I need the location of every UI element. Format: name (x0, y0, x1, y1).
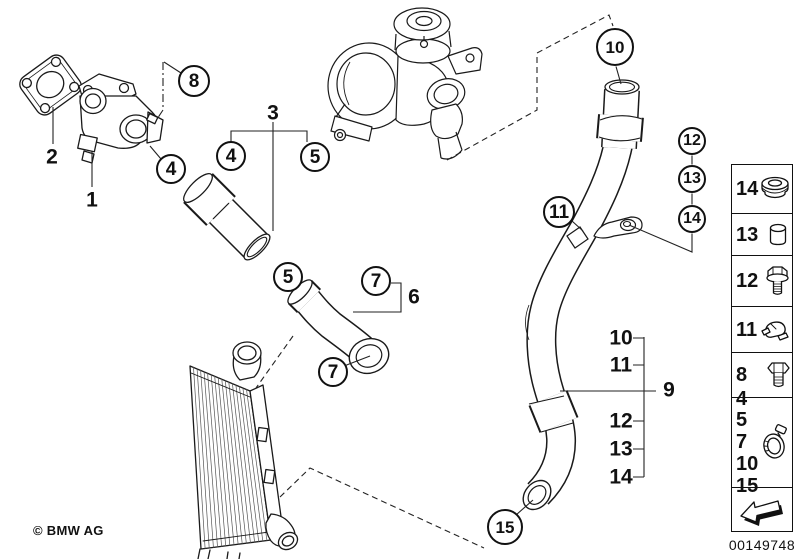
group-item-11[interactable]: 11 (609, 353, 633, 377)
legend-num-13: 13 (736, 223, 759, 246)
legend-row-flange-bolt[interactable]: 12 (732, 255, 792, 306)
callout-14[interactable]: 14 (678, 205, 706, 233)
callout-4[interactable]: 4 (156, 154, 186, 184)
leader-lines (52, 14, 693, 549)
turbocharger-drawing (327, 7, 483, 160)
callout-10[interactable]: 10 (596, 28, 634, 66)
group-item-14[interactable]: 14 (609, 465, 633, 489)
callout-13[interactable]: 13 (678, 165, 706, 193)
copyright-note: © BMW AG (33, 523, 104, 538)
part-label-9[interactable]: 9 (663, 378, 675, 402)
legend-num-8: 8 (736, 364, 748, 386)
legend-num-7: 7 (736, 430, 748, 453)
callout-5[interactable]: 5 (300, 142, 330, 172)
callout-7[interactable]: 7 (318, 357, 348, 387)
part-label-1[interactable]: 1 (86, 188, 98, 212)
legend-row-direction[interactable] (732, 487, 792, 531)
legend-num-15: 15 (736, 474, 759, 497)
legend-row-grommet[interactable]: 14 (732, 165, 792, 213)
legend-num-14: 14 (736, 178, 759, 200)
gasket-drawing (19, 54, 82, 116)
callout-8[interactable]: 8 (178, 65, 210, 97)
intercooler-drawing (189, 341, 299, 559)
callout-5[interactable]: 5 (273, 262, 303, 292)
legend-num-4-5: 4 5 (736, 387, 748, 431)
legend-num-10: 10 (736, 452, 759, 475)
spring-clip-icon (758, 317, 790, 343)
legend-row-sleeve[interactable]: 13 (732, 213, 792, 255)
charge-pipe-drawing (183, 173, 271, 261)
grommet-icon (760, 175, 790, 203)
flange-bolt-icon (764, 265, 790, 297)
legend-row-clamps[interactable]: 4 5 7 10 15 (732, 388, 792, 496)
legend-num-11: 11 (736, 318, 758, 341)
legend-row-bolt[interactable]: 8 (732, 352, 792, 397)
part-label-3[interactable]: 3 (267, 101, 279, 125)
direction-arrow-icon (737, 491, 787, 529)
throttle-body-drawing (77, 73, 164, 164)
group-item-10[interactable]: 10 (609, 326, 633, 350)
parts-legend: 14 13 12 (731, 164, 793, 532)
charge-hose-drawing (522, 79, 644, 511)
callout-12[interactable]: 12 (678, 127, 706, 155)
part-label-2[interactable]: 2 (46, 145, 58, 169)
group-item-13[interactable]: 13 (609, 437, 633, 461)
callout-15[interactable]: 15 (487, 509, 523, 545)
hex-bolt-icon (764, 360, 790, 390)
legend-num-12: 12 (736, 270, 759, 292)
bent-hose-drawing (287, 279, 390, 375)
hose-clamp-icon (760, 423, 790, 463)
group-item-12[interactable]: 12 (609, 409, 633, 433)
callout-7[interactable]: 7 (361, 266, 391, 296)
image-number: 00149748 (728, 537, 796, 553)
callout-4[interactable]: 4 (216, 141, 246, 171)
callout-11[interactable]: 11 (543, 196, 575, 228)
spacer-sleeve-icon (766, 222, 790, 248)
part-label-6[interactable]: 6 (408, 285, 420, 309)
legend-row-clip[interactable]: 11 (732, 306, 792, 352)
